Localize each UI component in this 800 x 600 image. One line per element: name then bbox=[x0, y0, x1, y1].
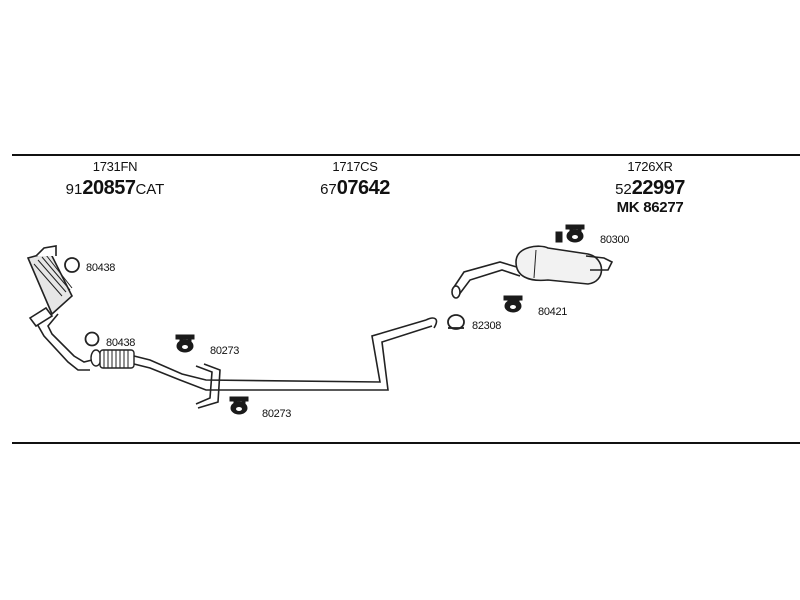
hanger-mid-label: 80273 bbox=[210, 345, 240, 357]
hanger-icon bbox=[175, 224, 585, 415]
hanger-muffler-label: 80421 bbox=[538, 306, 568, 318]
hanger-top-right-label: 80300 bbox=[600, 234, 630, 246]
header-front-section: 1731FN 9120857CAT bbox=[60, 160, 170, 198]
header-middle-section: 1717CS 6707642 bbox=[300, 160, 410, 198]
clamp-icon bbox=[64, 257, 465, 347]
flex-pipe bbox=[90, 349, 135, 369]
header-rear-section: 1726XR 5222997 MK 86277 bbox=[600, 160, 700, 215]
section-code: 1731FN bbox=[92, 159, 138, 174]
intermediate-pipe bbox=[133, 317, 438, 409]
top-rule bbox=[12, 154, 800, 156]
clamp-top-label: 80438 bbox=[86, 262, 116, 274]
part-number: 9120857CAT bbox=[65, 177, 165, 199]
catalytic-converter bbox=[26, 245, 93, 371]
part-number: 5222997 bbox=[615, 177, 685, 199]
ring-clamp-label: 82308 bbox=[472, 320, 502, 332]
section-code: 1726XR bbox=[627, 159, 673, 174]
part-number: 6707642 bbox=[320, 177, 390, 199]
clamp-lower-label: 80438 bbox=[106, 337, 136, 349]
rear-muffler bbox=[451, 245, 614, 299]
bottom-rule bbox=[12, 442, 800, 444]
kit-number: MK 86277 bbox=[616, 199, 684, 216]
hanger-low-label: 80273 bbox=[262, 408, 292, 420]
section-code: 1717CS bbox=[332, 159, 378, 174]
